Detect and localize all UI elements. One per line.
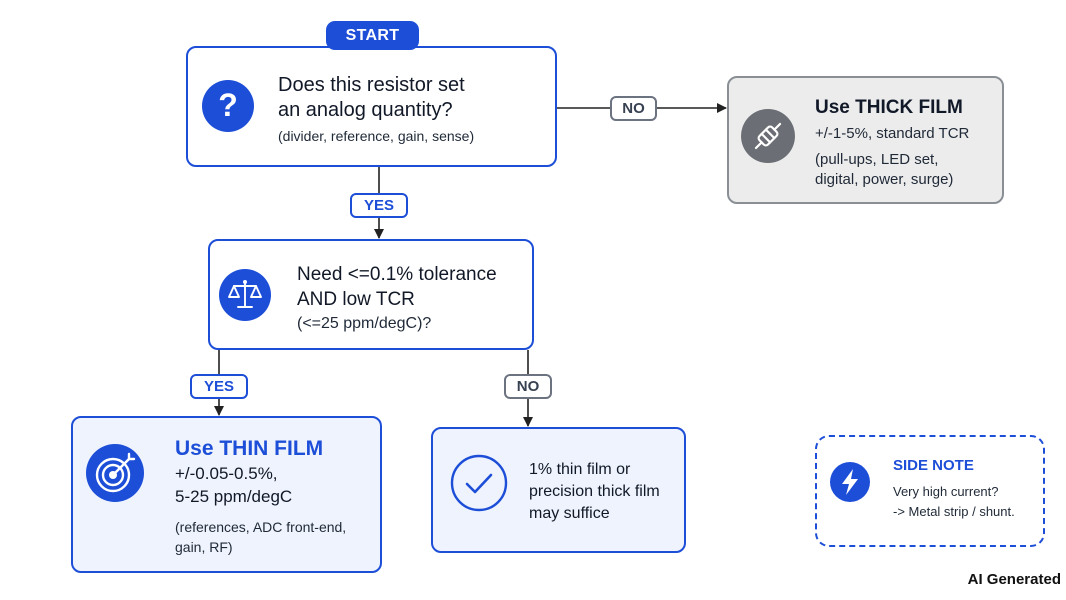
side-note-line-2: -> Metal strip / shunt.	[893, 504, 1015, 519]
alternative-line-3: may suffice	[529, 505, 610, 522]
label-yes-q2: YES	[190, 374, 248, 399]
thin-film-title: Use THIN FILM	[175, 437, 324, 460]
alternative-line-1: 1% thin film or	[529, 461, 631, 478]
result-thick-film: Use THICK FILM +/-1-5%, standard TCR (pu…	[727, 76, 1004, 204]
thin-film-spec-2: 5-25 ppm/degC	[175, 487, 293, 506]
question-icon: ?	[202, 80, 254, 132]
result-thin-film: Use THIN FILM +/-0.05-0.5%, 5-25 ppm/deg…	[71, 416, 382, 573]
thin-film-spec-1: +/-0.05-0.5%,	[175, 464, 278, 483]
thick-film-spec: +/-1-5%, standard TCR	[815, 125, 970, 142]
target-icon	[86, 444, 144, 502]
thin-film-uses-2: gain, RF)	[175, 539, 233, 555]
check-icon	[450, 454, 508, 512]
ai-generated-watermark: AI Generated	[967, 571, 1061, 588]
thin-film-uses-1: (references, ADC front-end,	[175, 519, 347, 535]
label-no-q1: NO	[610, 96, 657, 121]
start-label: START	[326, 21, 419, 50]
thick-film-uses-2: digital, power, surge)	[815, 171, 954, 188]
alternative-line-2: precision thick film	[529, 483, 660, 500]
question-analog-quantity: ? Does this resistor set an analog quant…	[186, 46, 557, 167]
label-no-q2: NO	[504, 374, 552, 399]
question-detail: (divider, reference, gain, sense)	[278, 128, 475, 144]
svg-text:?: ?	[218, 87, 238, 123]
label-yes-q1: YES	[350, 193, 408, 218]
side-note: SIDE NOTE Very high current? -> Metal st…	[815, 435, 1045, 547]
question-tolerance-tcr: Need <=0.1% tolerance AND low TCR (<=25 …	[208, 239, 534, 350]
thick-film-uses-1: (pull-ups, LED set,	[815, 151, 939, 168]
scales-icon	[219, 269, 271, 321]
question-line-1: Does this resistor set	[278, 74, 465, 96]
question2-detail: (<=25 ppm/degC)?	[297, 315, 432, 332]
question2-line-1: Need <=0.1% tolerance	[297, 264, 497, 285]
question-line-2: an analog quantity?	[278, 99, 453, 121]
thick-film-title: Use THICK FILM	[815, 97, 963, 118]
lightning-icon	[830, 462, 870, 502]
resistor-icon	[741, 109, 795, 163]
question2-line-2: AND low TCR	[297, 289, 415, 310]
side-note-line-1: Very high current?	[893, 484, 999, 499]
side-note-title: SIDE NOTE	[893, 457, 974, 474]
result-alternative: 1% thin film or precision thick film may…	[431, 427, 686, 553]
